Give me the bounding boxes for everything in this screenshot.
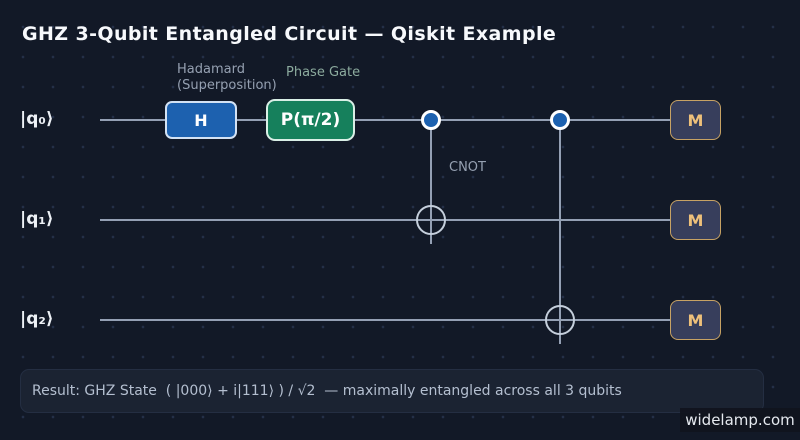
hadamard-annotation-line1: Hadamard [177,62,245,77]
page-title: GHZ 3-Qubit Entangled Circuit — Qiskit E… [22,23,557,45]
cnot2-connector-line [559,120,561,344]
qubit-label-q2: |q₂⟩ [20,309,54,329]
cnot1-control-dot-icon [421,110,441,130]
qubit-wire-q2 [100,319,670,321]
watermark: widelamp.com [680,408,800,432]
cnot-annotation: CNOT [449,160,486,175]
hadamard-annotation: Hadamard (Superposition) [177,62,277,94]
qubit-label-q1: |q₁⟩ [20,209,54,229]
measure-gate-q2: M [670,300,721,340]
result-text: Result: GHZ State ( |000⟩ + i|111⟩ ) / √… [32,383,622,399]
measure-gate-q0: M [670,100,721,140]
cnot2-target-icon [545,305,575,335]
qubit-wire-q1 [100,219,670,221]
cnot1-connector-line [430,120,432,244]
phase-gate-annotation: Phase Gate [286,65,361,80]
measure-gate-q1: M [670,200,721,240]
hadamard-annotation-line2: (Superposition) [177,78,277,93]
result-bar: Result: GHZ State ( |000⟩ + i|111⟩ ) / √… [20,369,764,413]
cnot2-control-dot-icon [550,110,570,130]
hadamard-gate: H [165,101,237,139]
phase-gate: P(π/2) [266,99,355,141]
qubit-wire-q0 [100,119,670,121]
qubit-label-q0: |q₀⟩ [20,109,54,129]
cnot1-target-icon [416,205,446,235]
